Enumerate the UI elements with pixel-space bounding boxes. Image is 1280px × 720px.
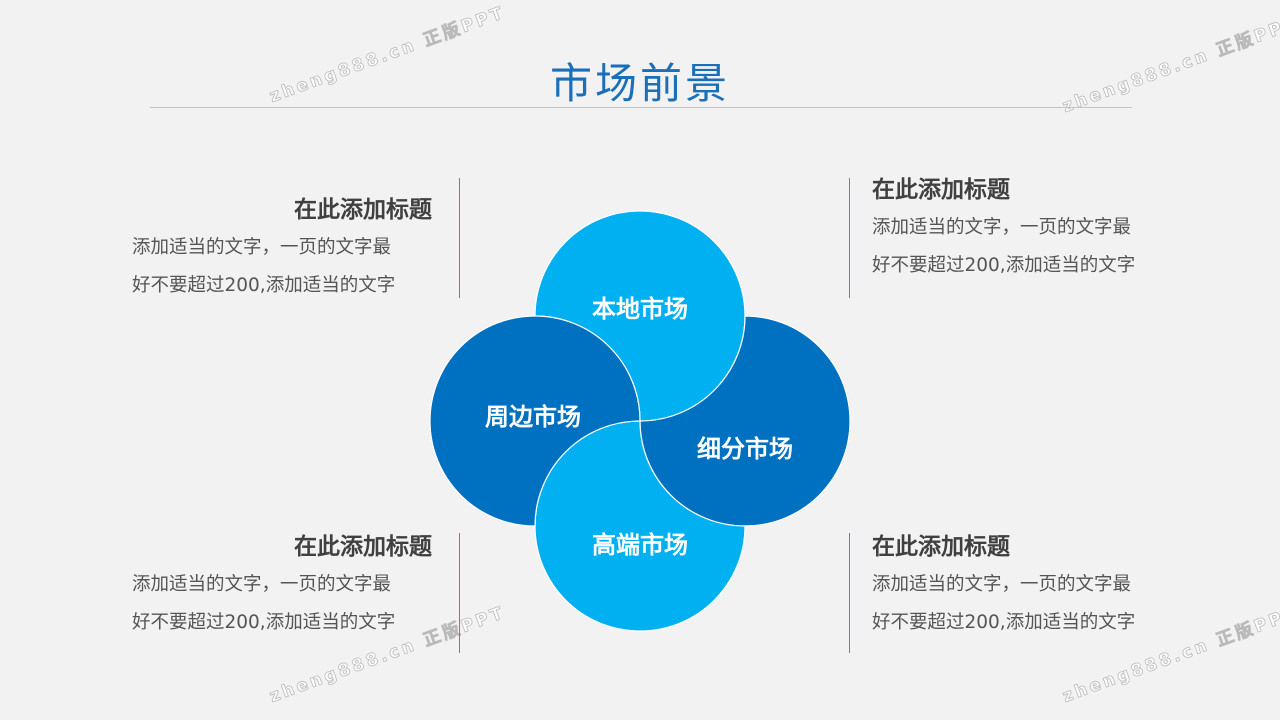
divider-bottom-left <box>459 533 460 653</box>
block-text: 添加适当的文字，一页的文字最 <box>872 574 1132 595</box>
text-block-top-right: 在此添加标题 添加适当的文字，一页的文字最 好不要超过200,添加适当的文字 <box>872 171 1172 285</box>
block-heading: 在此添加标题 <box>294 197 432 223</box>
page-title: 市场前景 <box>549 59 730 108</box>
block-heading: 在此添加标题 <box>294 534 432 560</box>
block-text: 好不要超过200,添加适当的文字 <box>132 612 396 633</box>
block-text: 添加适当的文字，一页的文字最 <box>872 217 1132 238</box>
block-text: 好不要超过200,添加适当的文字 <box>872 612 1136 633</box>
block-heading: 在此添加标题 <box>872 534 1010 560</box>
text-block-bottom-right: 在此添加标题 添加适当的文字，一页的文字最 好不要超过200,添加适当的文字 <box>872 528 1172 642</box>
divider-top-right <box>849 178 850 298</box>
text-block-bottom-left: 在此添加标题 添加适当的文字，一页的文字最 好不要超过200,添加适当的文字 <box>132 528 432 642</box>
block-text: 好不要超过200,添加适当的文字 <box>132 275 396 296</box>
divider-top-left <box>459 178 460 298</box>
petal-left <box>429 315 641 527</box>
title-divider <box>150 107 1132 108</box>
label-segment-market: 细分市场 <box>697 435 793 463</box>
divider-bottom-right <box>849 533 850 653</box>
label-local-market: 本地市场 <box>592 295 688 323</box>
text-block-top-left: 在此添加标题 添加适当的文字，一页的文字最 好不要超过200,添加适当的文字 <box>132 191 432 305</box>
block-text: 添加适当的文字，一页的文字最 <box>132 574 392 595</box>
block-text: 添加适当的文字，一页的文字最 <box>132 237 392 258</box>
block-text: 好不要超过200,添加适当的文字 <box>872 255 1136 276</box>
block-heading: 在此添加标题 <box>872 177 1010 203</box>
label-surrounding-market: 周边市场 <box>485 403 581 431</box>
label-premium-market: 高端市场 <box>592 531 688 559</box>
